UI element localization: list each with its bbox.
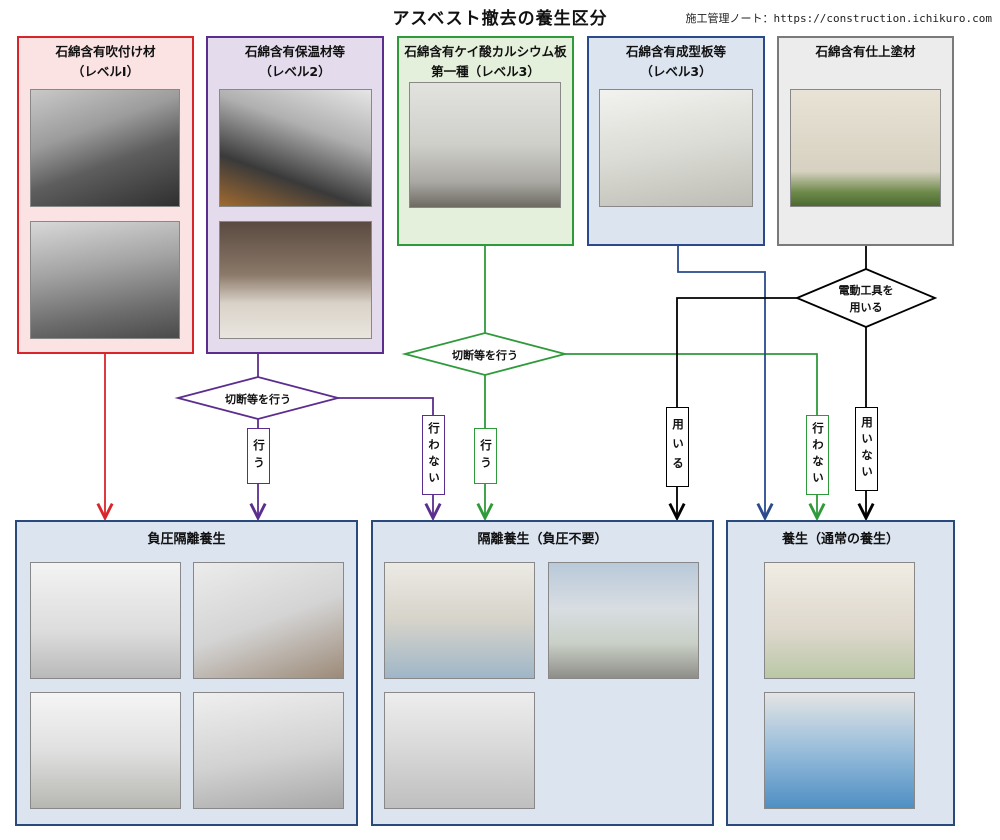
material-level: （レベルⅠ）: [71, 64, 140, 79]
outdoor-enclosure-photo: [548, 562, 699, 679]
branch-label-text: 行わない: [427, 422, 441, 488]
tools-use-branch-connector: [677, 297, 797, 518]
enclosure-photo: [193, 692, 344, 809]
branch-label-text: 用いる: [671, 417, 685, 477]
branch-label-text: 行う: [479, 438, 493, 474]
branch-label-tools-dont: 用いない: [855, 407, 878, 491]
material-name: 石綿含有保温材等: [244, 44, 345, 59]
enclosure-photo: [30, 562, 181, 679]
material-name: 石綿含有成型板等: [625, 44, 726, 59]
blue-sheet-photo: [764, 692, 915, 809]
exterior-wall-photo: [790, 89, 941, 207]
branch-label-text: 行わない: [811, 422, 825, 488]
insulation-pipe-photo: [219, 89, 372, 207]
level2-dont-branch-connector: [338, 397, 433, 518]
floor-tile-photo: [599, 89, 753, 207]
branch-label-tools-use: 用いる: [666, 407, 689, 487]
result-title: 隔離養生（負圧不要）: [477, 532, 608, 547]
branch-label-text: 行う: [252, 438, 266, 474]
level3-decision-text: 切断等を行う: [452, 349, 518, 362]
molded-board-to-normal-connector: [677, 246, 765, 518]
material-name: 石綿含有吹付け材: [55, 44, 156, 59]
result-title: 養生（通常の養生）: [781, 532, 899, 547]
wall-protection-photo: [764, 562, 915, 679]
branch-label-level2-do: 行う: [247, 428, 270, 484]
calcium-silicate-ceiling-photo: [409, 82, 561, 208]
negative-pressure-unit-photo: [30, 692, 181, 809]
page-title: アスベスト撤去の養生区分: [392, 9, 608, 29]
material-level: （レベル3）: [640, 64, 712, 79]
material-name: 石綿含有仕上塗材: [815, 44, 916, 59]
branch-label-level3-do: 行う: [474, 428, 497, 484]
material-level: 第一種（レベル3）: [431, 64, 540, 79]
branch-label-level2-dont: 行わない: [422, 415, 445, 495]
power-tools-decision-text: 電動工具を 用いる: [838, 284, 894, 314]
result-title: 負圧隔離養生: [147, 532, 226, 547]
material-level: （レベル2）: [259, 64, 331, 79]
isolation-room-photo: [384, 692, 535, 809]
sprayed-ceiling-photo: [30, 89, 180, 207]
source-credit[interactable]: 施工管理ノート：https://construction.ichikuro.co…: [685, 12, 992, 25]
branch-label-level3-dont: 行わない: [806, 415, 829, 495]
material-name: 石綿含有ケイ酸カルシウム板: [404, 44, 567, 59]
power-tools-decision-diamond: [794, 268, 938, 328]
sprayed-ceiling-photo: [30, 221, 180, 339]
enclosure-photo: [193, 562, 344, 679]
level3-dont-branch-connector: [565, 353, 817, 518]
branch-label-text: 用いない: [860, 416, 874, 482]
isolation-curtain-photo: [384, 562, 535, 679]
level2-decision-text: 切断等を行う: [225, 393, 291, 406]
insulation-ceiling-photo: [219, 221, 372, 339]
